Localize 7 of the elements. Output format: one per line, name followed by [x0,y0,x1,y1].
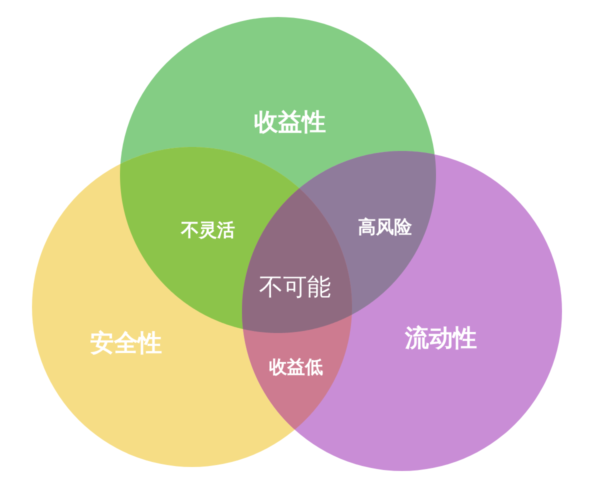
overlap-label: 不可能 [259,274,331,300]
circle-label: 收益性 [254,108,326,136]
circle-label: 流动性 [405,324,477,352]
circle-label: 安全性 [90,330,162,356]
overlap-label: 高风险 [358,218,412,238]
overlap-label: 收益低 [269,358,323,378]
overlap-label: 不灵活 [181,221,235,241]
